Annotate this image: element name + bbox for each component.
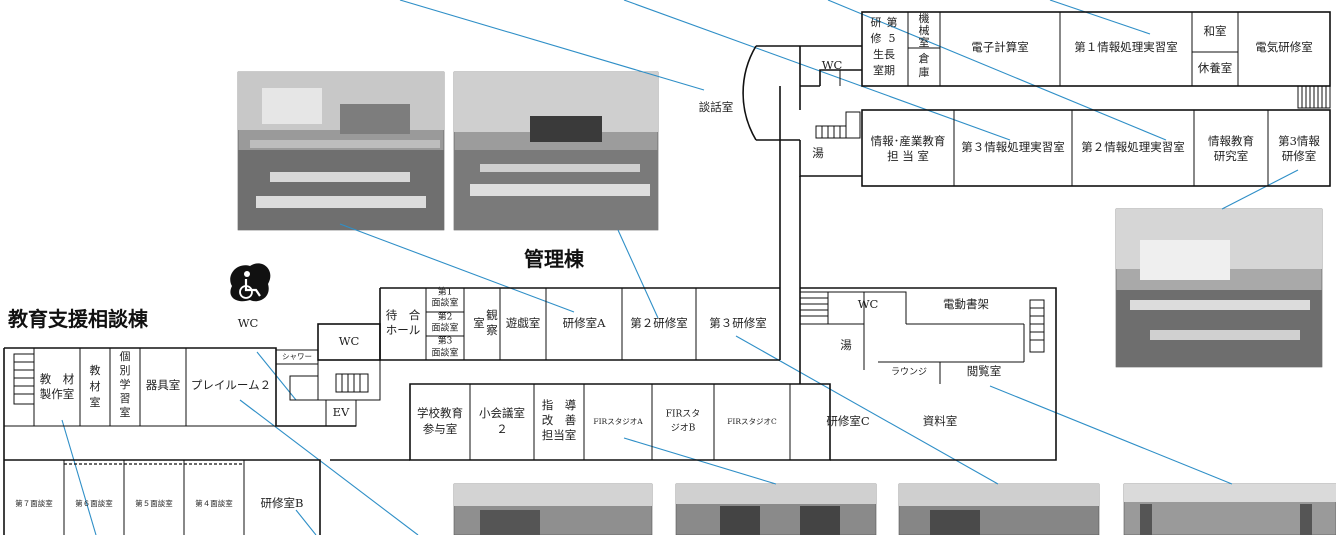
room-lounge: ラウンジ bbox=[891, 367, 927, 378]
svg-text:個: 個 bbox=[120, 350, 131, 363]
room-joho-kenshu3-l2: 研修室 bbox=[1282, 149, 1317, 163]
room-washitsu: 和室 bbox=[1204, 24, 1227, 38]
room-kansatsu-2: 察 bbox=[486, 323, 498, 337]
walls bbox=[3, 11, 1331, 535]
room-kikaishitsu: 機械室 bbox=[919, 11, 930, 49]
room-soko: 倉庫 bbox=[919, 51, 930, 79]
room-joho2: 第２情報処理実習室 bbox=[1081, 140, 1185, 154]
room-mendan6: 第６面談室 bbox=[75, 498, 113, 508]
wc-accessible-label: WC bbox=[238, 316, 259, 330]
room-kigu: 器具室 bbox=[146, 378, 181, 392]
room-wc-mid: WC bbox=[339, 334, 360, 348]
room-shokaigi-l2: ２ bbox=[496, 422, 508, 436]
room-joho1: 第１情報処理実習室 bbox=[1074, 40, 1178, 54]
svg-text:庫: 庫 bbox=[919, 65, 930, 79]
room-shokaigi-l1: 小会議室 bbox=[479, 406, 525, 420]
svg-text:機: 機 bbox=[919, 11, 930, 25]
svg-text:研: 研 bbox=[871, 16, 882, 29]
room-shido-l1: 指 導 bbox=[542, 398, 577, 412]
svg-text:室: 室 bbox=[90, 395, 101, 409]
room-denshi-keisan: 電子計算室 bbox=[971, 40, 1029, 54]
room-firA: FIRスタジオA bbox=[593, 417, 643, 426]
room-shido-l3: 担当室 bbox=[542, 428, 577, 442]
svg-text:械: 械 bbox=[919, 23, 930, 37]
room-kenshu2: 第２研修室 bbox=[630, 316, 688, 330]
room-joho-kenkyu-l2: 研究室 bbox=[1214, 149, 1249, 163]
room-joho-sangyo-l2: 担 当 室 bbox=[887, 149, 929, 163]
room-mendan4: 第４面談室 bbox=[195, 498, 233, 508]
room-mendan3-l1: 第3 bbox=[438, 335, 453, 347]
room-ev: EV bbox=[333, 405, 350, 419]
room-kansatsu-1: 観 bbox=[486, 308, 498, 322]
room-etsuran: 閲覧室 bbox=[967, 364, 1002, 378]
photo-kenshu-2 bbox=[453, 71, 659, 231]
photo-bottom-1 bbox=[453, 483, 653, 535]
room-yu-top: 湯 bbox=[812, 146, 824, 160]
room-denki: 電気研修室 bbox=[1255, 40, 1313, 54]
room-shitsu: 室 bbox=[473, 316, 485, 330]
photo-bottom-4 bbox=[1123, 483, 1336, 535]
callout-lines bbox=[61, 0, 1299, 535]
room-yu-right: 湯 bbox=[840, 338, 852, 352]
svg-text:教: 教 bbox=[90, 364, 101, 377]
svg-text:習: 習 bbox=[120, 392, 131, 405]
svg-text:倉: 倉 bbox=[919, 51, 930, 65]
room-kenshu3: 第３研修室 bbox=[709, 316, 767, 330]
room-machiai-l2: ホール bbox=[386, 323, 421, 337]
room-joho-sangyo-l1: 情報･産業教育 bbox=[871, 134, 946, 148]
photo-bottom-3 bbox=[898, 483, 1100, 535]
room-mendan1-l2: 面談室 bbox=[431, 297, 458, 309]
svg-text:室期: 室期 bbox=[873, 63, 895, 77]
room-joho3: 第３情報処理実習室 bbox=[961, 140, 1065, 154]
room-firB-l2: ジオB bbox=[671, 423, 696, 434]
room-mendan2-l1: 第2 bbox=[438, 311, 453, 323]
room-joho-kenkyu-l1: 情報教育 bbox=[1208, 134, 1254, 148]
svg-text:材: 材 bbox=[90, 379, 101, 393]
room-kenshuB: 研修室B bbox=[261, 496, 304, 510]
room-gakko-l2: 参与室 bbox=[423, 422, 458, 436]
photo-kenshu-a bbox=[237, 71, 445, 231]
wheelchair-icon bbox=[230, 263, 271, 302]
room-mendan5: 第５面談室 bbox=[135, 498, 173, 508]
room-kyozai: 教材室 bbox=[90, 364, 101, 409]
photo-joho-kenshu3 bbox=[1115, 208, 1323, 368]
room-kyozai-seisaku-l2: 製作室 bbox=[40, 387, 75, 401]
svg-text:修: 修 bbox=[871, 31, 882, 45]
room-joho-kenshu3-l1: 第3情報 bbox=[1278, 134, 1320, 148]
svg-text:室: 室 bbox=[919, 35, 930, 49]
room-kyozai-seisaku-l1: 教 材 bbox=[40, 372, 75, 386]
svg-text:別: 別 bbox=[120, 364, 131, 377]
room-wc-top: WC bbox=[822, 58, 843, 72]
room-firC: FIRスタジオC bbox=[727, 417, 777, 426]
room-shiryo: 資料室 bbox=[923, 414, 958, 428]
room-kenshuA: 研修室A bbox=[563, 316, 606, 330]
svg-text:室: 室 bbox=[120, 405, 131, 419]
room-playroom2: プレイルーム２ bbox=[191, 378, 271, 392]
room-gakko-l1: 学校教育 bbox=[417, 406, 463, 420]
admin-wing-title: 管理棟 bbox=[524, 247, 585, 271]
room-mendan1-l1: 第1 bbox=[438, 286, 453, 298]
photo-bottom-2 bbox=[675, 483, 877, 535]
room-mendan7: 第７面談室 bbox=[15, 498, 53, 508]
consult-wing-title: 教育支援相談棟 bbox=[8, 307, 149, 331]
room-danwa: 談話室 bbox=[699, 100, 734, 114]
room-mendan2-l2: 面談室 bbox=[431, 322, 458, 334]
room-kyuyo: 休養室 bbox=[1198, 61, 1233, 75]
room-shido-l2: 改 善 bbox=[542, 413, 577, 427]
room-kenshuC: 研修室C bbox=[826, 414, 869, 428]
room-kobetsu: 個別学 習室 bbox=[120, 350, 131, 419]
svg-text:5: 5 bbox=[889, 32, 896, 45]
room-shower: シャワー bbox=[282, 352, 312, 361]
room-wc-right: WC bbox=[858, 297, 879, 311]
room-firB-l1: FIRスタ bbox=[666, 409, 701, 420]
room-mendan3-l2: 面談室 bbox=[431, 347, 458, 359]
room-yugi: 遊戯室 bbox=[506, 316, 541, 330]
svg-text:生長: 生長 bbox=[873, 47, 895, 61]
room-dendo: 電動書架 bbox=[943, 297, 989, 311]
room-machiai-l1: 待 合 bbox=[386, 308, 421, 322]
svg-text:学: 学 bbox=[120, 377, 131, 391]
svg-text:第: 第 bbox=[887, 15, 898, 29]
